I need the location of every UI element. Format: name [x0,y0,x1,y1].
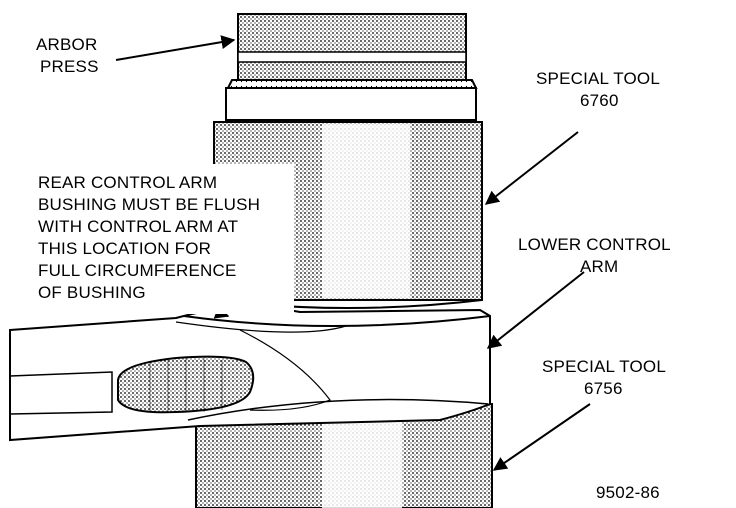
lower-control-arm-leader [486,271,585,349]
figure-number: 9502-86 [596,483,660,502]
label-special-tool-6760: SPECIAL TOOL 6760 [536,69,664,110]
label-flush-note: REAR CONTROL ARM BUSHING MUST BE FLUSH W… [38,173,265,302]
label-lower-control-arm-line: LOWER CONTROL [518,235,670,254]
label-arbor-press-line: ARBOR [36,35,97,54]
flush-note-line: WITH CONTROL ARM AT [38,217,238,236]
special-tool-6756-leader [492,403,591,471]
label-lower-control-arm-line: ARM [580,257,618,276]
flush-note-background [30,164,294,314]
lower-control-arm [9,306,491,442]
flush-note-line: THIS LOCATION FOR [38,239,211,258]
flush-note-line: BUSHING MUST BE FLUSH [38,195,260,214]
label-special-tool-line: SPECIAL TOOL [542,357,665,376]
flush-note-line: FULL CIRCUMFERENCE [38,261,237,280]
label-special-tool-line: 6760 [580,91,619,110]
arbor-press-leader [115,35,236,61]
special-tool-6760-leader [484,131,579,205]
flush-note-line: REAR CONTROL ARM [38,173,217,192]
label-special-tool-line: SPECIAL TOOL [536,69,659,88]
arbor-press-ram [226,13,478,89]
label-arbor-press: ARBOR PRESS [36,35,102,76]
flush-note-line: OF BUSHING [38,283,146,302]
label-special-tool-6756: SPECIAL TOOL 6756 [542,357,670,398]
label-lower-control-arm: LOWER CONTROL ARM [518,235,675,276]
label-special-tool-line: 6756 [584,379,623,398]
label-arbor-press-line: PRESS [40,57,99,76]
